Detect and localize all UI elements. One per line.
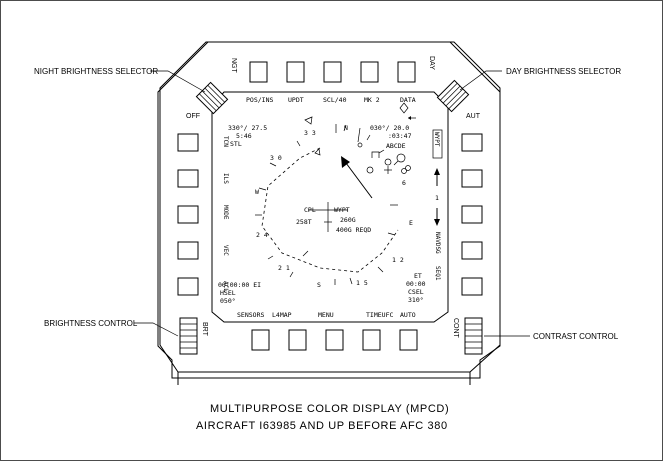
contrast-control-knob[interactable] — [464, 317, 483, 355]
pushbutton-left-5[interactable] — [177, 277, 199, 296]
day-brightness-callout: DAY BRIGHTNESS SELECTOR — [506, 67, 621, 76]
bottom-left-et: 00:00:00 EI — [218, 281, 261, 289]
compass-e: E — [409, 219, 413, 227]
tick-33: 3 3 — [304, 129, 316, 137]
cont-label: CONT — [452, 318, 459, 339]
option-vec: VEC — [222, 245, 229, 256]
option-mk2: MK 2 — [364, 96, 380, 104]
bottom-right-csel: CSEL — [408, 288, 424, 296]
seq-arrows — [434, 168, 440, 226]
seq-number: 1 — [435, 194, 439, 202]
top-left-bearing: 330°/ 27.5 — [228, 124, 267, 132]
compass-s: S — [317, 281, 321, 289]
night-brightness-knob[interactable] — [195, 81, 229, 115]
route-dashed-line — [261, 147, 399, 273]
option-pos-ins: POS/INS — [246, 96, 273, 104]
pushbutton-bottom-1[interactable] — [251, 329, 270, 351]
pushbutton-top-2[interactable] — [286, 61, 305, 83]
pushbutton-top-4[interactable] — [360, 61, 379, 83]
day-label: DAY — [428, 56, 435, 70]
ngt-label: NGT — [230, 58, 237, 74]
pushbutton-left-4[interactable] — [177, 241, 199, 260]
top-right-bearing: 030°/ 20.0 — [370, 124, 409, 132]
pushbutton-bottom-3[interactable] — [325, 329, 344, 351]
tick-12: 1 2 — [392, 256, 404, 264]
compass-w: W — [255, 188, 259, 196]
option-menu: MENU — [318, 311, 334, 319]
option-updt: UPDT — [288, 96, 304, 104]
wypt-box — [432, 129, 443, 159]
option-mode: MODE — [222, 205, 229, 220]
pushbutton-top-3[interactable] — [323, 61, 342, 83]
waypoint-symbols — [302, 102, 416, 257]
pushbutton-right-3[interactable] — [461, 205, 483, 224]
tick-30: 3 0 — [270, 154, 282, 162]
bezel-body — [157, 41, 501, 379]
pushbutton-bottom-2[interactable] — [288, 329, 307, 351]
tick-24: 2 4 — [256, 231, 268, 239]
top-right-time: :03:47 — [388, 132, 412, 140]
bottom-left-heading: 050° — [220, 297, 236, 305]
option-wypt: WYPT — [433, 132, 440, 147]
option-data: DATA — [400, 96, 416, 104]
aut-label: AUT — [466, 113, 481, 120]
pushbutton-right-4[interactable] — [461, 241, 483, 260]
top-left-ident: STL — [230, 140, 242, 148]
steering-cue — [308, 202, 348, 232]
pushbutton-left-1[interactable] — [177, 133, 199, 152]
tick-6: 6 — [402, 179, 406, 187]
option-timeufc: TIMEUFC — [366, 311, 393, 319]
option-navdsg: NAVDSG — [434, 232, 441, 254]
gs-cmd: 260G — [340, 216, 356, 224]
callout-leaders — [134, 70, 530, 337]
bottom-left-hsel: HSEL — [220, 289, 236, 297]
bottom-pushbuttons — [251, 329, 418, 351]
pushbutton-right-5[interactable] — [461, 277, 483, 296]
bottom-right-course: 310° — [408, 296, 424, 304]
tick-15: 1 5 — [356, 279, 368, 287]
bottom-right-time: 00:00 — [406, 280, 426, 288]
off-label: OFF — [186, 113, 200, 120]
pushbutton-bottom-4[interactable] — [362, 329, 381, 351]
right-pushbuttons — [461, 133, 483, 296]
pushbutton-top-1[interactable] — [249, 61, 268, 83]
top-pushbuttons — [249, 61, 416, 83]
option-acl: ACL — [222, 281, 229, 292]
top-left-time: 5:46 — [236, 132, 252, 140]
day-brightness-knob[interactable] — [436, 79, 470, 113]
brt-label: BRT — [201, 322, 208, 337]
pushbutton-left-3[interactable] — [177, 205, 199, 224]
bottom-right-et: ET — [414, 272, 422, 280]
option-ils: ILS — [222, 173, 229, 184]
brightness-control-knob[interactable] — [179, 317, 198, 355]
caption-title: MULTIPURPOSE COLOR DISPLAY (MPCD) — [210, 403, 449, 415]
tick-21: 2 1 — [278, 264, 290, 272]
option-tcn: TCN — [222, 136, 229, 147]
pushbutton-left-2[interactable] — [177, 169, 199, 188]
option-seq1: SEQ1 — [434, 266, 441, 281]
pushbutton-bottom-5[interactable] — [399, 329, 418, 351]
pushbutton-right-1[interactable] — [461, 133, 483, 152]
option-scl: SCL/40 — [323, 96, 347, 104]
compass-rose — [255, 124, 398, 285]
contrast-control-callout: CONTRAST CONTROL — [533, 332, 619, 341]
compass-n: N — [344, 124, 348, 132]
left-pushbuttons — [177, 133, 199, 296]
option-sensors: SENSORS — [237, 311, 264, 319]
cpl-label: CPL — [304, 206, 316, 214]
option-auto: AUTO — [400, 311, 416, 319]
wypt-cpl-label: WYPT — [334, 206, 350, 214]
caption-subtitle: AIRCRAFT I63985 AND UP BEFORE AFC 380 — [196, 420, 448, 432]
gs-required: 400G REQD — [336, 226, 371, 234]
top-right-ident: ABCDE — [386, 142, 406, 150]
heading-cmd: 258T — [296, 218, 312, 226]
night-brightness-callout: NIGHT BRIGHTNESS SELECTOR — [34, 67, 158, 76]
bearing-pointer — [341, 156, 373, 199]
brightness-control-callout: BRIGHTNESS CONTROL — [44, 319, 138, 328]
pushbutton-top-5[interactable] — [397, 61, 416, 83]
option-l4map: L4MAP — [272, 311, 292, 319]
pushbutton-right-2[interactable] — [461, 169, 483, 188]
